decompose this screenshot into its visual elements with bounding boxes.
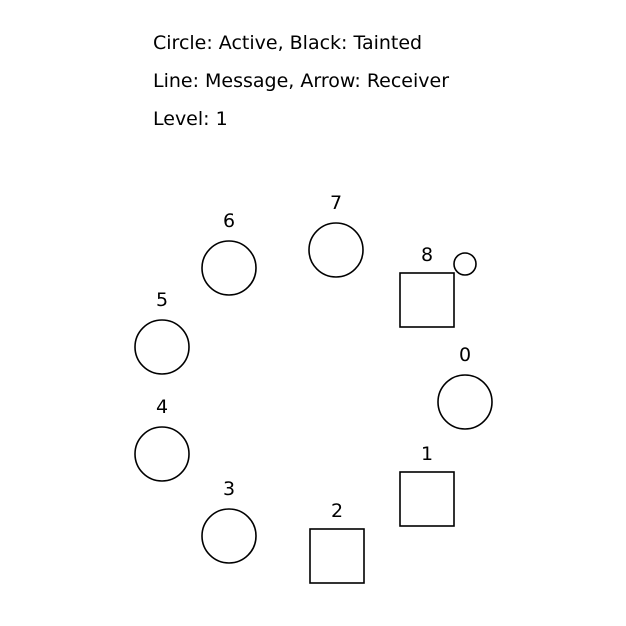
node-5[interactable] [134, 319, 190, 375]
node-label-3: 3 [222, 478, 236, 500]
node-8[interactable] [399, 272, 455, 328]
legend: Circle: Active, Black: Tainted Line: Mes… [153, 24, 593, 138]
legend-line-edges: Line: Message, Arrow: Receiver [153, 70, 450, 92]
node-label-4: 4 [155, 396, 169, 418]
node-6[interactable] [201, 240, 257, 296]
node-label-6: 6 [222, 210, 236, 232]
node-1[interactable] [399, 471, 455, 527]
node-3[interactable] [201, 508, 257, 564]
legend-line-level: Level: 1 [153, 108, 228, 130]
node-label-1: 1 [420, 443, 434, 465]
node-label-7: 7 [329, 192, 343, 214]
node-label-2: 2 [330, 500, 344, 522]
node-9[interactable] [453, 252, 477, 276]
node-label-8: 8 [420, 244, 434, 266]
node-4[interactable] [134, 426, 190, 482]
node-0[interactable] [437, 374, 493, 430]
node-label-0: 0 [458, 344, 472, 366]
legend-line-shapes: Circle: Active, Black: Tainted [153, 32, 423, 54]
node-7[interactable] [308, 222, 364, 278]
node-label-5: 5 [155, 289, 169, 311]
node-2[interactable] [309, 528, 365, 584]
